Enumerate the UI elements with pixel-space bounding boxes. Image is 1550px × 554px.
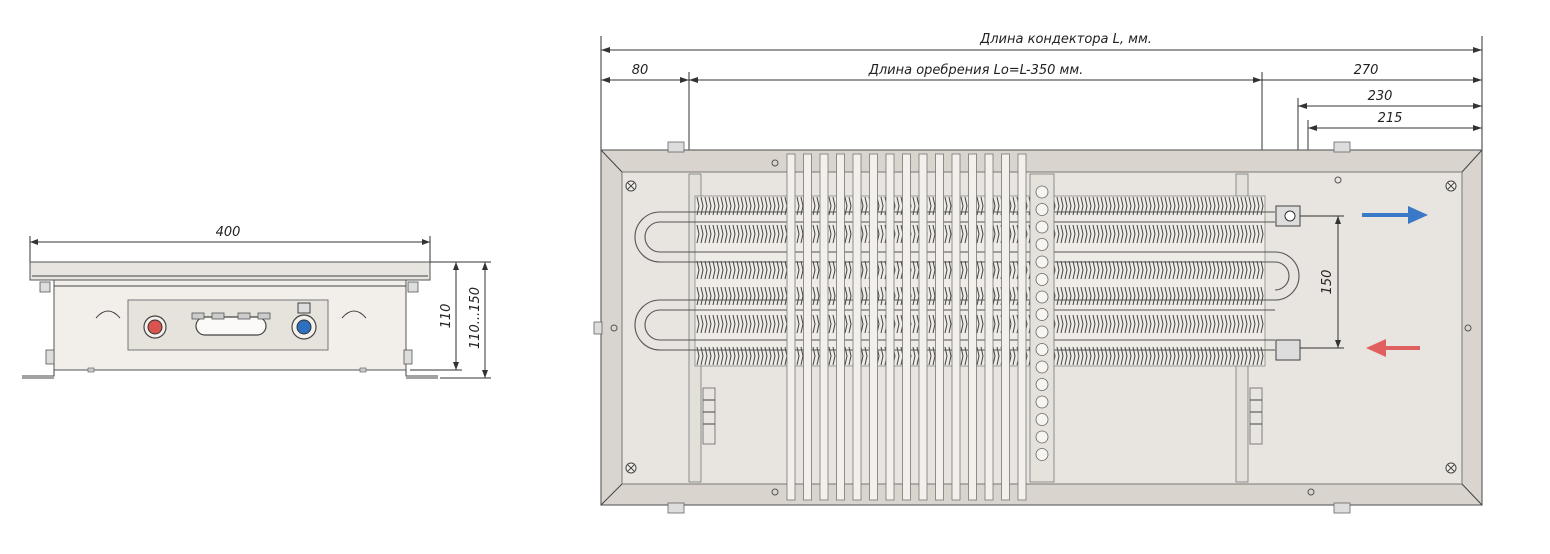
grille-bar: [968, 153, 977, 501]
perforation-hole: [1035, 395, 1049, 409]
cover-grille: [29, 261, 431, 281]
outflow-arrow-icon: [1362, 206, 1428, 224]
grille-bar: [852, 153, 862, 501]
heat-tubes: [634, 211, 1300, 351]
screw-icon: [1445, 180, 1457, 192]
grille-bar: [819, 153, 829, 501]
dimension-pipe-spacing: 150: [1300, 215, 1344, 349]
dimension-230-label: 230: [1368, 89, 1393, 104]
dimension-conductor-length-label: Длина кондектора L, мм.: [979, 32, 1152, 47]
perforation-hole: [1035, 308, 1049, 321]
top-view: Длина кондектора L, мм. 80 Длина оребрен…: [593, 32, 1483, 514]
perforation-hole: [1035, 273, 1049, 286]
perforation-hole: [1035, 448, 1049, 461]
perforation-hole: [1035, 413, 1049, 426]
perforation-hole: [1035, 290, 1049, 304]
perforation-hole: [1035, 220, 1049, 234]
dimension-width: 400: [29, 225, 431, 262]
dimension-fin-length-label: Длина оребрения Lo=L-350 мм.: [868, 63, 1084, 78]
dimension-215-label: 215: [1378, 111, 1403, 126]
grille-bar: [951, 153, 961, 501]
grille-bar: [1017, 153, 1027, 501]
grille-bar: [1001, 153, 1010, 501]
perforation-hole: [1035, 378, 1049, 391]
dimension-height-range: 110...150: [440, 261, 491, 379]
grille-bars: [786, 153, 1027, 501]
dimension-width-label: 400: [216, 225, 241, 240]
screw-icon: [1445, 462, 1457, 474]
inflow-arrow-icon: [1366, 339, 1420, 357]
grille-bar: [786, 153, 796, 501]
dimension-conductor-length: Длина кондектора L, мм.: [600, 32, 1483, 150]
screw-icon: [625, 462, 637, 474]
screw-icon: [625, 180, 637, 192]
grille-bar: [902, 153, 911, 501]
dimension-height-110-label: 110: [439, 304, 454, 329]
perforation-hole: [1035, 343, 1049, 356]
perforated-strip: [1029, 173, 1055, 483]
grille-bar: [803, 153, 812, 501]
tube-opening: [195, 316, 267, 336]
grille-bar: [836, 153, 845, 501]
dimension-left-offset-label: 80: [632, 63, 649, 78]
perforation-hole: [1035, 360, 1049, 374]
perforation-hole: [1035, 185, 1049, 199]
inlet-fitting: [1275, 339, 1301, 361]
dimension-right-270-label: 270: [1354, 63, 1379, 78]
dimension-height-110: 110: [410, 261, 462, 371]
perforation-hole: [1035, 430, 1049, 444]
grille-bar: [869, 153, 878, 501]
grille-bar: [885, 153, 895, 501]
side-view: 400: [22, 225, 491, 379]
grille-bar: [935, 153, 944, 501]
grille-bar: [984, 153, 994, 501]
perforation-hole: [1035, 325, 1049, 339]
dimension-height-range-label: 110...150: [468, 287, 483, 349]
grille-bar: [918, 153, 928, 501]
dimension-pipe-spacing-label: 150: [1320, 270, 1335, 295]
perforation-hole: [1035, 255, 1049, 269]
perforation-hole: [1035, 238, 1049, 251]
perforation-hole: [1035, 203, 1049, 216]
